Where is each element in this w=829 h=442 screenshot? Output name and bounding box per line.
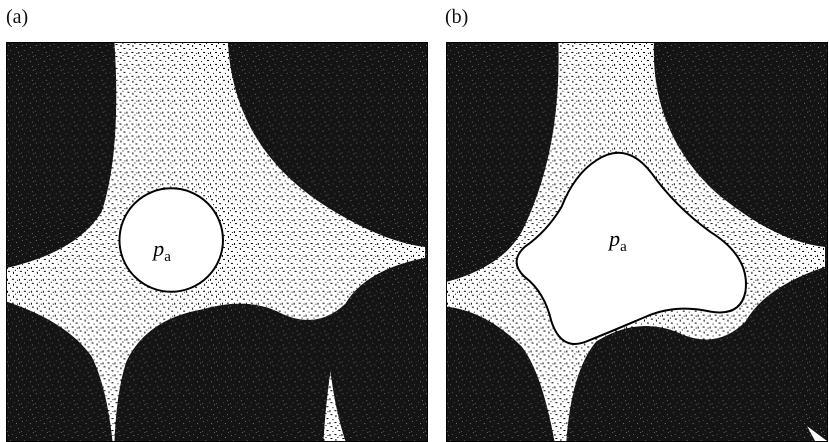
panel-b-label: (b) xyxy=(445,6,468,29)
panel-b: pa xyxy=(446,42,828,442)
panel-a: pa xyxy=(6,42,428,442)
panel-a-label: (a) xyxy=(6,6,28,29)
panel-a-figure: pa xyxy=(7,43,427,441)
gas-bubble-circular xyxy=(119,188,223,291)
panel-b-figure: pa xyxy=(447,43,827,441)
